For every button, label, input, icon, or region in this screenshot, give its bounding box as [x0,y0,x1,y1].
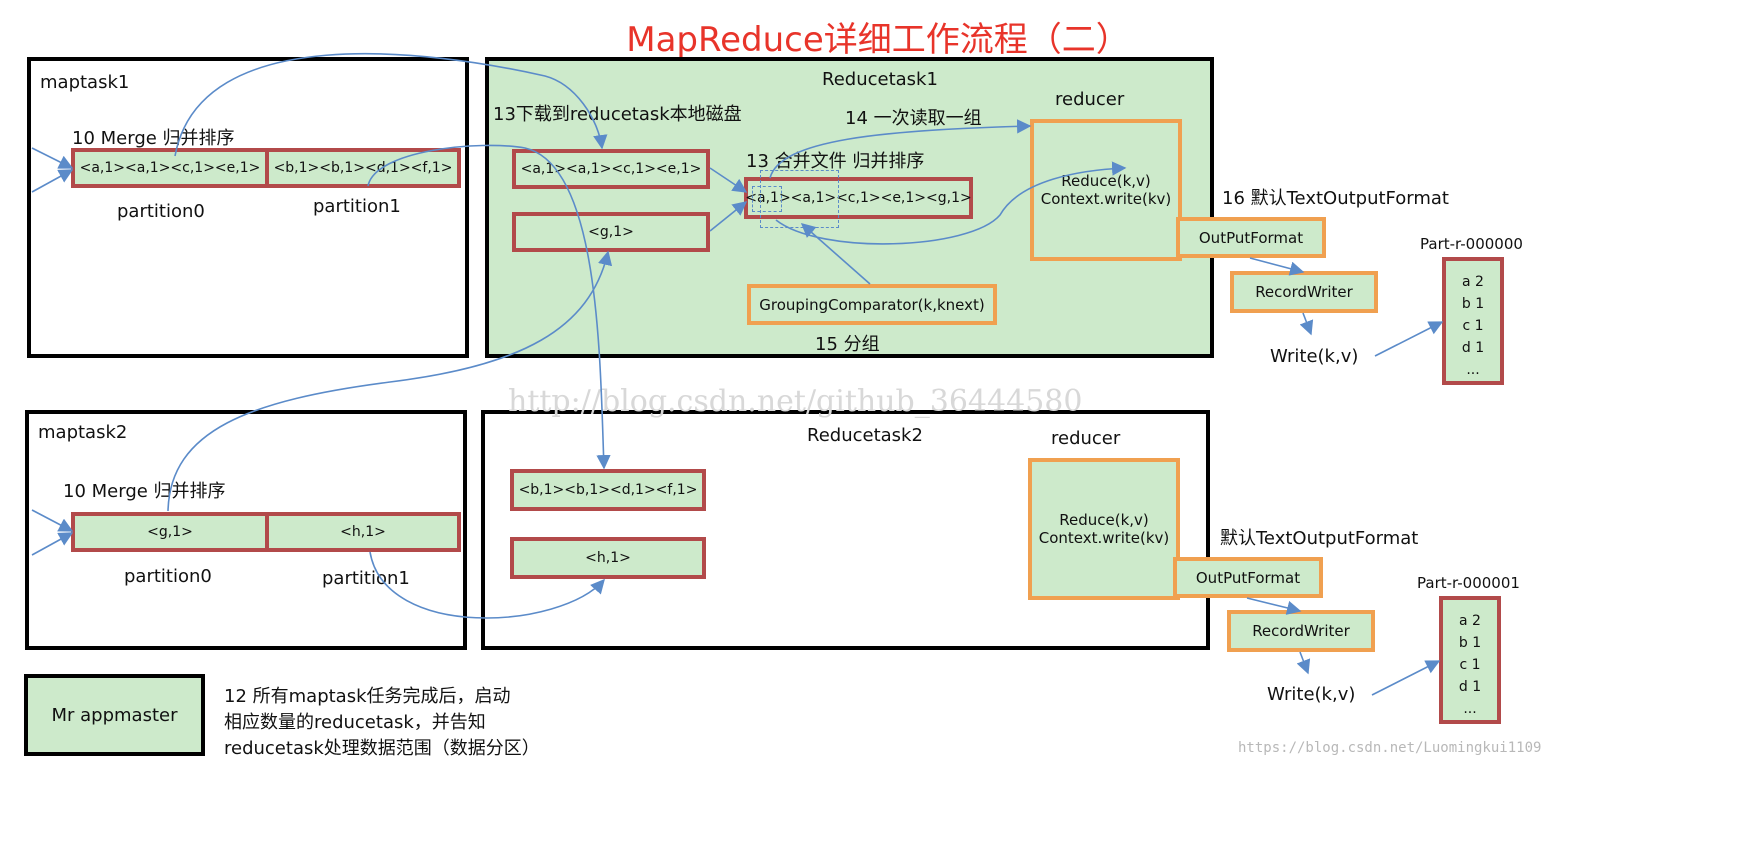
arrow-file1-to-merged [709,167,748,193]
reducetask1-file1-box: <a,1><a,1><c,1><e,1> [512,149,710,189]
maptask2-frame [25,410,467,650]
maptask1-partition0-label: partition0 [117,201,205,222]
output1-file-box: a 2 b 1 c 1 d 1 ... [1442,257,1504,385]
output2-file-box: a 2 b 1 c 1 d 1 ... [1439,596,1501,724]
maptask2-partition0-box: <g,1> [71,512,269,552]
reducetask2-reducer-label: reducer [1051,428,1121,449]
arrow-mt2p0-to-rt1 [167,250,613,512]
appmaster-label: Mr appmaster [51,704,178,726]
output1-file-name: Part-r-000000 [1420,235,1523,253]
output1-line: b 1 [1461,296,1485,312]
output2-line: a 2 [1459,613,1481,629]
arrow-mt2p1-to-rt2 [369,551,605,619]
output1-write-label: Write(k,v) [1270,346,1359,367]
arrow-mt1p1-to-rt2 [367,144,611,470]
arrow-file2-to-merged [709,201,748,232]
arrow-in-mt1-b [31,169,74,193]
grouping-label: 15 分组 [815,334,880,355]
maptask2-partition1-label: partition1 [322,568,410,589]
output1-line: c 1 [1462,318,1484,334]
output1-line: d 1 [1461,340,1485,356]
reducetask2-file2-box: <h,1> [510,537,706,579]
appmaster-note-line-1: 12 所有maptask任务完成后，启动 [224,686,511,707]
appmaster-box: Mr appmaster [24,674,205,756]
maptask1-merge-label: 10 Merge 归并排序 [72,128,235,149]
output1-outputformat-box: OutPutFormat [1176,217,1326,258]
output2-outputformat-box: OutPutFormat [1173,557,1323,598]
reducetask2-file1-box: <b,1><b,1><d,1><f,1> [510,469,706,511]
output2-write-label: Write(k,v) [1267,684,1356,705]
reducetask1-file2-box: <g,1> [512,212,710,252]
appmaster-note-line-3: reducetask处理数据范围（数据分区） [224,738,540,759]
reducer2-line-1: Reduce(k,v) [1059,511,1149,529]
arrow-of2-to-rw2 [1246,597,1302,615]
reducer2-box: Reduce(k,v) Context.write(kv) [1028,458,1180,600]
diagram-title: MapReduce详细工作流程（二） [626,20,1130,60]
arrow-of1-to-rw1 [1249,257,1305,276]
reducer1-box: Reduce(k,v) Context.write(kv) [1030,119,1182,261]
arrow-in-mt1-a [31,147,74,169]
reducer1-line-1: Reduce(k,v) [1061,172,1151,190]
maptask2-name: maptask2 [38,422,128,443]
reducetask1-read-label: 14 一次读取一组 [845,108,982,129]
output1-format-label: 16 默认TextOutputFormat [1222,188,1449,209]
grouping-comparator-box: GroupingComparator(k,knext) [747,284,997,325]
arrow-rw2-to-write2 [1296,651,1311,675]
output2-format-label: 默认TextOutputFormat [1220,528,1419,549]
maptask1-partition1-box: <b,1><b,1><d,1><f,1> [265,148,461,188]
arrow-reduce-loop [775,161,1127,245]
maptask2-partition1-box: <h,1> [265,512,461,552]
maptask1-partition1-label: partition1 [313,196,401,217]
center-watermark: http://blog.csdn.net/github_36444580 [508,384,1083,419]
reducetask1-download-label: 13下载到reducetask本地磁盘 [493,104,742,125]
maptask2-merge-label: 10 Merge 归并排序 [63,481,226,502]
output1-line: a 2 [1462,274,1484,290]
corner-watermark: https://blog.csdn.net/Luomingkui1109 [1238,740,1542,756]
arrow-read-group [769,119,1032,179]
arrow-write2-to-file2 [1371,660,1441,696]
output2-line: d 1 [1458,679,1482,695]
grouping-highlight-inner [752,186,782,212]
arrow-grouping [800,223,871,285]
output2-file-name: Part-r-000001 [1417,574,1520,592]
arrow-write1-to-file1 [1374,321,1444,357]
maptask1-frame [27,57,469,358]
arrow-in-mt2-a [31,509,74,532]
reducetask2-frame [481,410,1210,650]
output2-line: ... [1463,701,1477,717]
arrow-rw1-to-write1 [1299,312,1314,336]
reducetask1-merged-box: <a,1><a,1><c,1><e,1><g,1> [744,177,973,219]
reducetask1-reducer-label: reducer [1055,89,1125,110]
arrow-mt1p0-to-rt1 [174,52,608,157]
reducer1-line-2: Context.write(kv) [1040,190,1172,208]
output2-line: c 1 [1459,657,1481,673]
reducer2-line-2: Context.write(kv) [1038,529,1170,547]
maptask1-name: maptask1 [40,72,130,93]
output1-line: ... [1466,362,1480,378]
maptask2-partition0-label: partition0 [124,566,212,587]
reducetask1-name: Reducetask1 [822,69,938,90]
arrow-in-mt2-b [31,532,74,556]
reducetask2-name: Reducetask2 [807,425,923,446]
grouping-highlight-outer [760,170,839,228]
output2-line: b 1 [1458,635,1482,651]
appmaster-note-line-2: 相应数量的reducetask，并告知 [224,712,486,733]
